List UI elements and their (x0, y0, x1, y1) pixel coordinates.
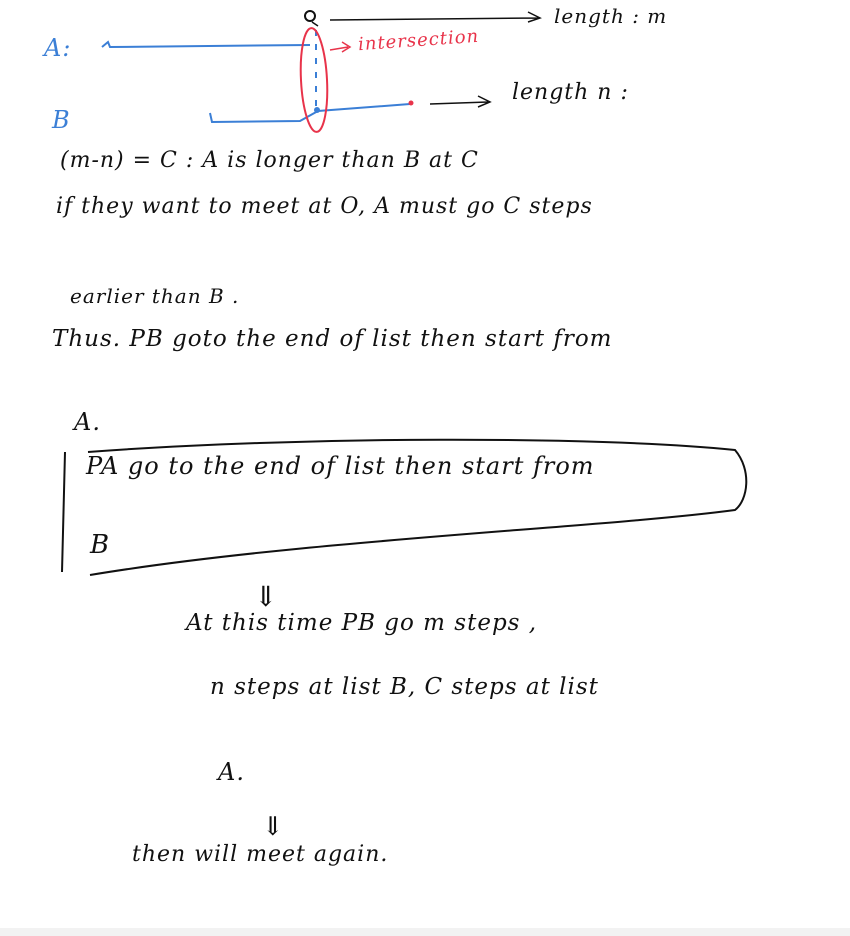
note-line-2: if they want to meet at O, A must go C s… (56, 194, 593, 219)
implies-arrow-1: ⇓ (254, 580, 279, 613)
o-tail-tick (311, 21, 319, 27)
note-line-8: A. (218, 758, 245, 786)
note-line-9: then will meet again. (132, 842, 389, 867)
intersection-ellipse (299, 27, 329, 133)
label-list-a: A: (44, 34, 72, 62)
note-line-5: A. (74, 408, 101, 436)
list-a-line (101, 40, 311, 49)
note-line-4: Thus. PB goto the end of list then start… (52, 326, 613, 352)
label-length-m: length : m (554, 4, 668, 28)
list-b-end-dot (408, 100, 414, 106)
note-line-7: n steps at list B, C steps at list (210, 674, 599, 700)
list-b-join-dot (314, 107, 320, 113)
bottom-bar (0, 928, 850, 936)
label-list-b: B (52, 106, 71, 134)
list-b-line (209, 103, 411, 124)
arrow-length-n (429, 95, 492, 108)
box-line-2: B (90, 530, 111, 560)
highlight-box (61, 438, 748, 576)
implies-arrow-2: ⇓ (262, 812, 285, 842)
box-line-1: PA go to the end of list then start from (86, 452, 595, 480)
note-line-6: At this time PB go m steps , (186, 610, 538, 636)
note-line-3: earlier than B . (70, 284, 240, 308)
label-length-n: length n : (512, 80, 629, 105)
arrow-intersection (329, 41, 352, 53)
node-o-circle (304, 10, 316, 22)
note-line-1: (m-n) = C : A is longer than B at C (60, 148, 479, 173)
arrow-length-m (329, 11, 542, 23)
